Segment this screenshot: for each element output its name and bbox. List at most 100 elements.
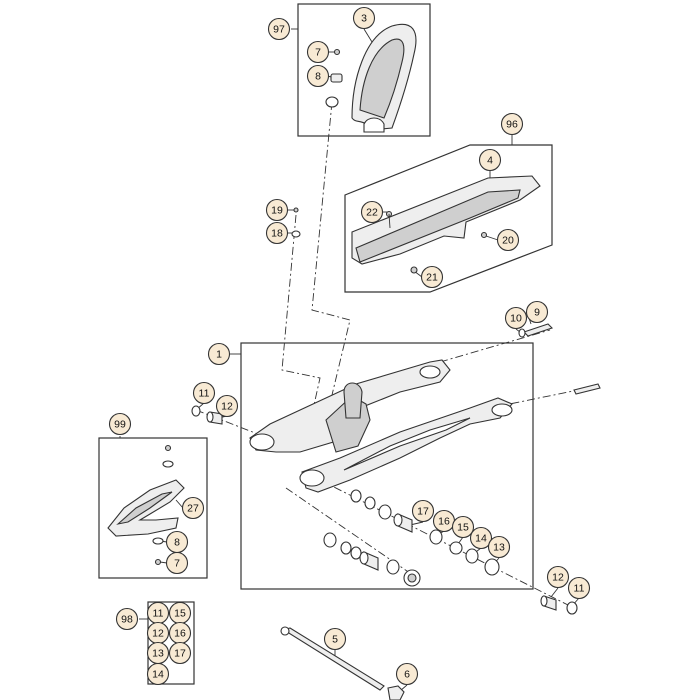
swingarm-part	[249, 359, 513, 493]
callout-label: 11	[574, 583, 585, 595]
callout-circle	[525, 300, 549, 324]
callout-label: 98	[121, 614, 133, 626]
callout-circle	[108, 412, 132, 436]
callout-circle	[496, 228, 520, 252]
callout-14: 14	[469, 526, 493, 550]
alignment-axes	[195, 101, 599, 607]
callout-circle	[146, 662, 170, 686]
callout-14: 14	[146, 662, 170, 686]
spacer-8-guide	[162, 460, 174, 468]
swingarm-axle-mount-bottom	[491, 403, 513, 417]
callout-12: 12	[146, 621, 170, 645]
swingarm-right-pivot	[299, 469, 325, 487]
callout-16: 16	[432, 509, 456, 533]
swingarm-axle-mount-top	[419, 365, 441, 379]
swingarm-lower-truss	[343, 417, 471, 471]
callout-label: 13	[493, 542, 505, 554]
callout-4: 4	[478, 148, 502, 172]
callout-98: 98	[115, 607, 139, 631]
callout-99: 99	[108, 412, 132, 436]
callout-circle	[192, 381, 216, 405]
screw-7-top	[333, 48, 341, 56]
callout-circle	[165, 551, 189, 575]
callout-circle	[265, 198, 289, 222]
callout-label: 3	[361, 13, 367, 25]
callout-label: 15	[174, 608, 186, 620]
callout-label: 19	[271, 205, 283, 217]
callout-label: 12	[552, 572, 564, 584]
chain-guide-inner	[359, 38, 405, 119]
callout-circle	[395, 662, 419, 686]
callout-11: 11	[192, 381, 216, 405]
callout-27: 27	[181, 496, 205, 520]
axle-bolt-right	[573, 383, 601, 395]
callout-circle	[323, 627, 347, 651]
callout-label: 13	[152, 648, 164, 660]
chain-slider-guide-assembly	[107, 444, 185, 566]
callout-3: 3	[352, 6, 376, 30]
callout-5: 5	[323, 627, 347, 651]
callout-16: 16	[168, 621, 192, 645]
callout-circle	[411, 499, 435, 523]
swingarm-left-pivot	[249, 433, 275, 451]
callout-label: 14	[475, 533, 487, 545]
box-1-swingarm	[240, 342, 534, 590]
spacer-8-top	[330, 73, 343, 83]
callout-12: 12	[215, 394, 239, 418]
callout-circle	[469, 526, 493, 550]
bearing-stack-lower	[323, 532, 421, 587]
callout-circle	[306, 64, 330, 88]
bolt-9-washer-10	[518, 323, 554, 338]
box-98-bearing-kit	[147, 601, 195, 685]
nut-6-part	[387, 685, 405, 700]
callout-circle	[567, 576, 591, 600]
callout-22: 22	[360, 200, 384, 224]
callout-circle	[478, 148, 502, 172]
callout-label: 10	[510, 313, 522, 325]
callout-circle	[360, 200, 384, 224]
callout-label: 22	[366, 207, 378, 219]
callout-circle	[181, 496, 205, 520]
callout-label: 27	[187, 503, 199, 515]
callout-17: 17	[168, 641, 192, 665]
pivot-axle-assembly	[280, 626, 405, 700]
chain-slider-rail	[355, 189, 521, 263]
callout-label: 20	[502, 235, 514, 247]
callout-15: 15	[168, 601, 192, 625]
callout-label: 97	[273, 24, 285, 36]
callout-8: 8	[165, 530, 189, 554]
callout-label: 7	[174, 558, 180, 570]
callout-circle	[215, 394, 239, 418]
callout-label: 14	[152, 669, 164, 681]
callout-label: 21	[426, 272, 438, 284]
bearing-parts-left	[191, 405, 223, 425]
callout-label: 16	[438, 516, 450, 528]
callout-17: 17	[411, 499, 435, 523]
callout-label: 7	[315, 47, 321, 59]
callout-circle	[500, 112, 524, 136]
callout-11: 11	[146, 601, 170, 625]
callout-label: 11	[153, 608, 164, 620]
callout-13: 13	[487, 535, 511, 559]
callout-label: 16	[174, 628, 186, 640]
screw-7-guide	[164, 444, 172, 452]
callout-label: 18	[271, 228, 283, 240]
callout-circle	[168, 641, 192, 665]
bearing-stack-upper	[350, 489, 500, 576]
bushing-top	[325, 96, 339, 108]
callout-label: 6	[404, 669, 410, 681]
callout-12: 12	[546, 565, 570, 589]
box-96-chain-slider	[344, 144, 553, 293]
swingarm-link-boss	[343, 382, 363, 419]
bearing-parts-right	[540, 595, 578, 615]
callout-label: 12	[221, 401, 233, 413]
callout-circle	[115, 607, 139, 631]
callout-96: 96	[500, 112, 524, 136]
callout-label: 9	[534, 307, 540, 319]
callout-circle	[546, 565, 570, 589]
callout-label: 99	[114, 419, 126, 431]
callout-21: 21	[420, 265, 444, 289]
callout-circle	[265, 221, 289, 245]
